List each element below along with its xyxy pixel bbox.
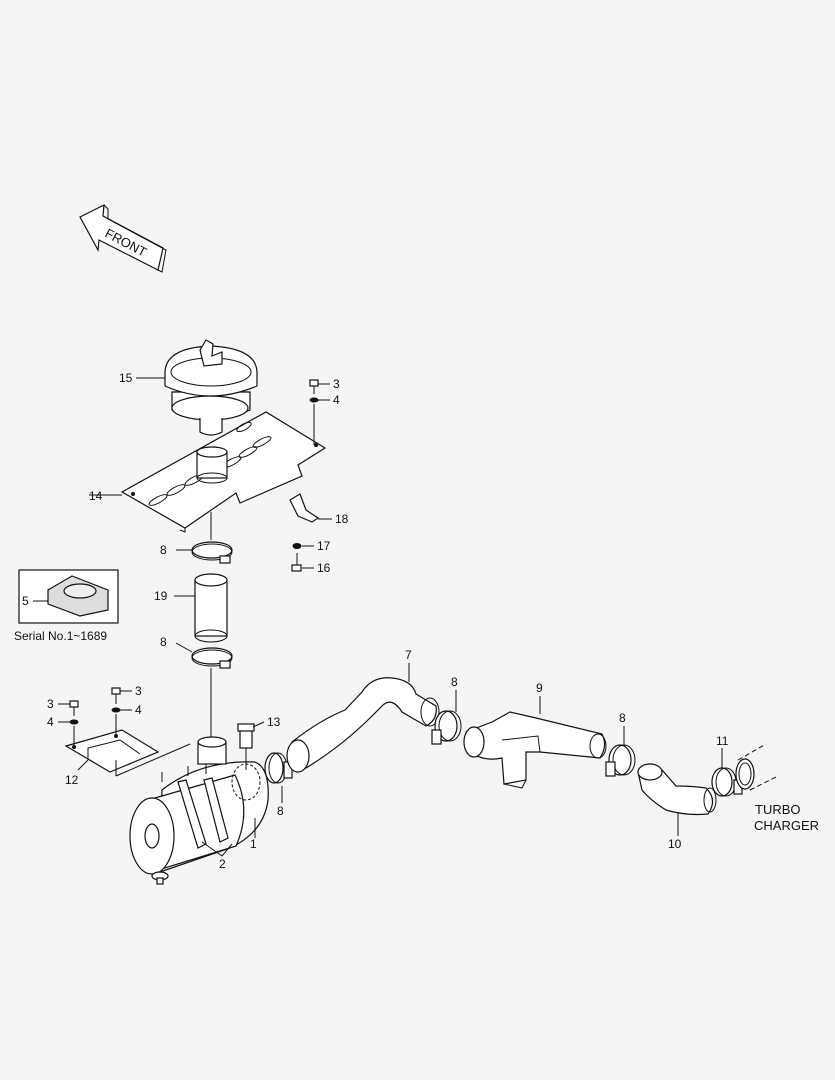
part-18-label: 18 — [335, 512, 349, 526]
part-8-label-d: 8 — [451, 675, 458, 689]
part-2-label: 2 — [219, 857, 226, 871]
intake-pipe-9: 9 — [463, 681, 607, 789]
part-7-label: 7 — [405, 648, 412, 662]
part-12-label: 12 — [65, 773, 79, 787]
part-5-label: 5 — [22, 594, 29, 608]
hose-clamp-upper: 8 — [160, 541, 233, 564]
hose-clamp-7-9: 8 — [431, 675, 462, 745]
part-1-label: 1 — [250, 837, 257, 851]
bolt-washer-right: 3 4 — [309, 377, 340, 445]
precleaner-cap: 15 — [119, 339, 258, 436]
part-10-label: 10 — [668, 837, 682, 851]
part-16-label: 16 — [317, 561, 331, 575]
part-11-label: 11 — [716, 734, 729, 748]
turbo-label-line2: CHARGER — [754, 818, 819, 833]
mounting-plate: 14 — [89, 411, 327, 533]
part-3-label-right: 3 — [333, 377, 340, 391]
air-cleaner: 1 2 — [129, 736, 269, 885]
part-8-label-e: 8 — [619, 711, 626, 725]
part-17-label: 17 — [317, 539, 331, 553]
part-4-label-right: 4 — [333, 393, 340, 407]
hose-clamp-11: 11 — [711, 734, 743, 797]
hose-clamp-outlet: 8 — [264, 752, 293, 818]
turbo-label-line1: TURBO — [755, 802, 801, 817]
intake-hose-19: 19 — [154, 573, 228, 643]
part-8-label-c: 8 — [277, 804, 284, 818]
bolt-washer-left: 3 4 3 4 — [47, 684, 142, 729]
front-arrow: FRONT — [79, 203, 167, 273]
part-3-label-left: 3 — [47, 697, 54, 711]
inset-box: 5 Serial No.1~1689 — [14, 569, 119, 643]
intake-pipe-7: 7 — [286, 648, 440, 773]
part-15-label: 15 — [119, 371, 133, 385]
restriction-indicator: 13 — [237, 715, 281, 770]
part-9-label: 9 — [536, 681, 543, 695]
serial-note: Serial No.1~1689 — [14, 629, 107, 643]
part-3-label-mid: 3 — [135, 684, 142, 698]
part-19-label: 19 — [154, 589, 168, 603]
bracket-assembly: 18 17 16 — [289, 493, 349, 575]
part-14-label: 14 — [89, 489, 103, 503]
part-8-label-b: 8 — [160, 635, 167, 649]
part-8-label-a: 8 — [160, 543, 167, 557]
elbow-hose-10: 10 — [637, 763, 717, 851]
hose-clamp-middle: 8 — [160, 635, 233, 669]
hose-clamp-9-10: 8 — [605, 711, 636, 777]
bracket-12: 12 — [64, 714, 191, 787]
part-4-label-mid: 4 — [135, 703, 142, 717]
turbo-inlet: TURBO CHARGER — [735, 743, 819, 833]
part-4-label-left: 4 — [47, 715, 54, 729]
part-13-label: 13 — [267, 715, 281, 729]
